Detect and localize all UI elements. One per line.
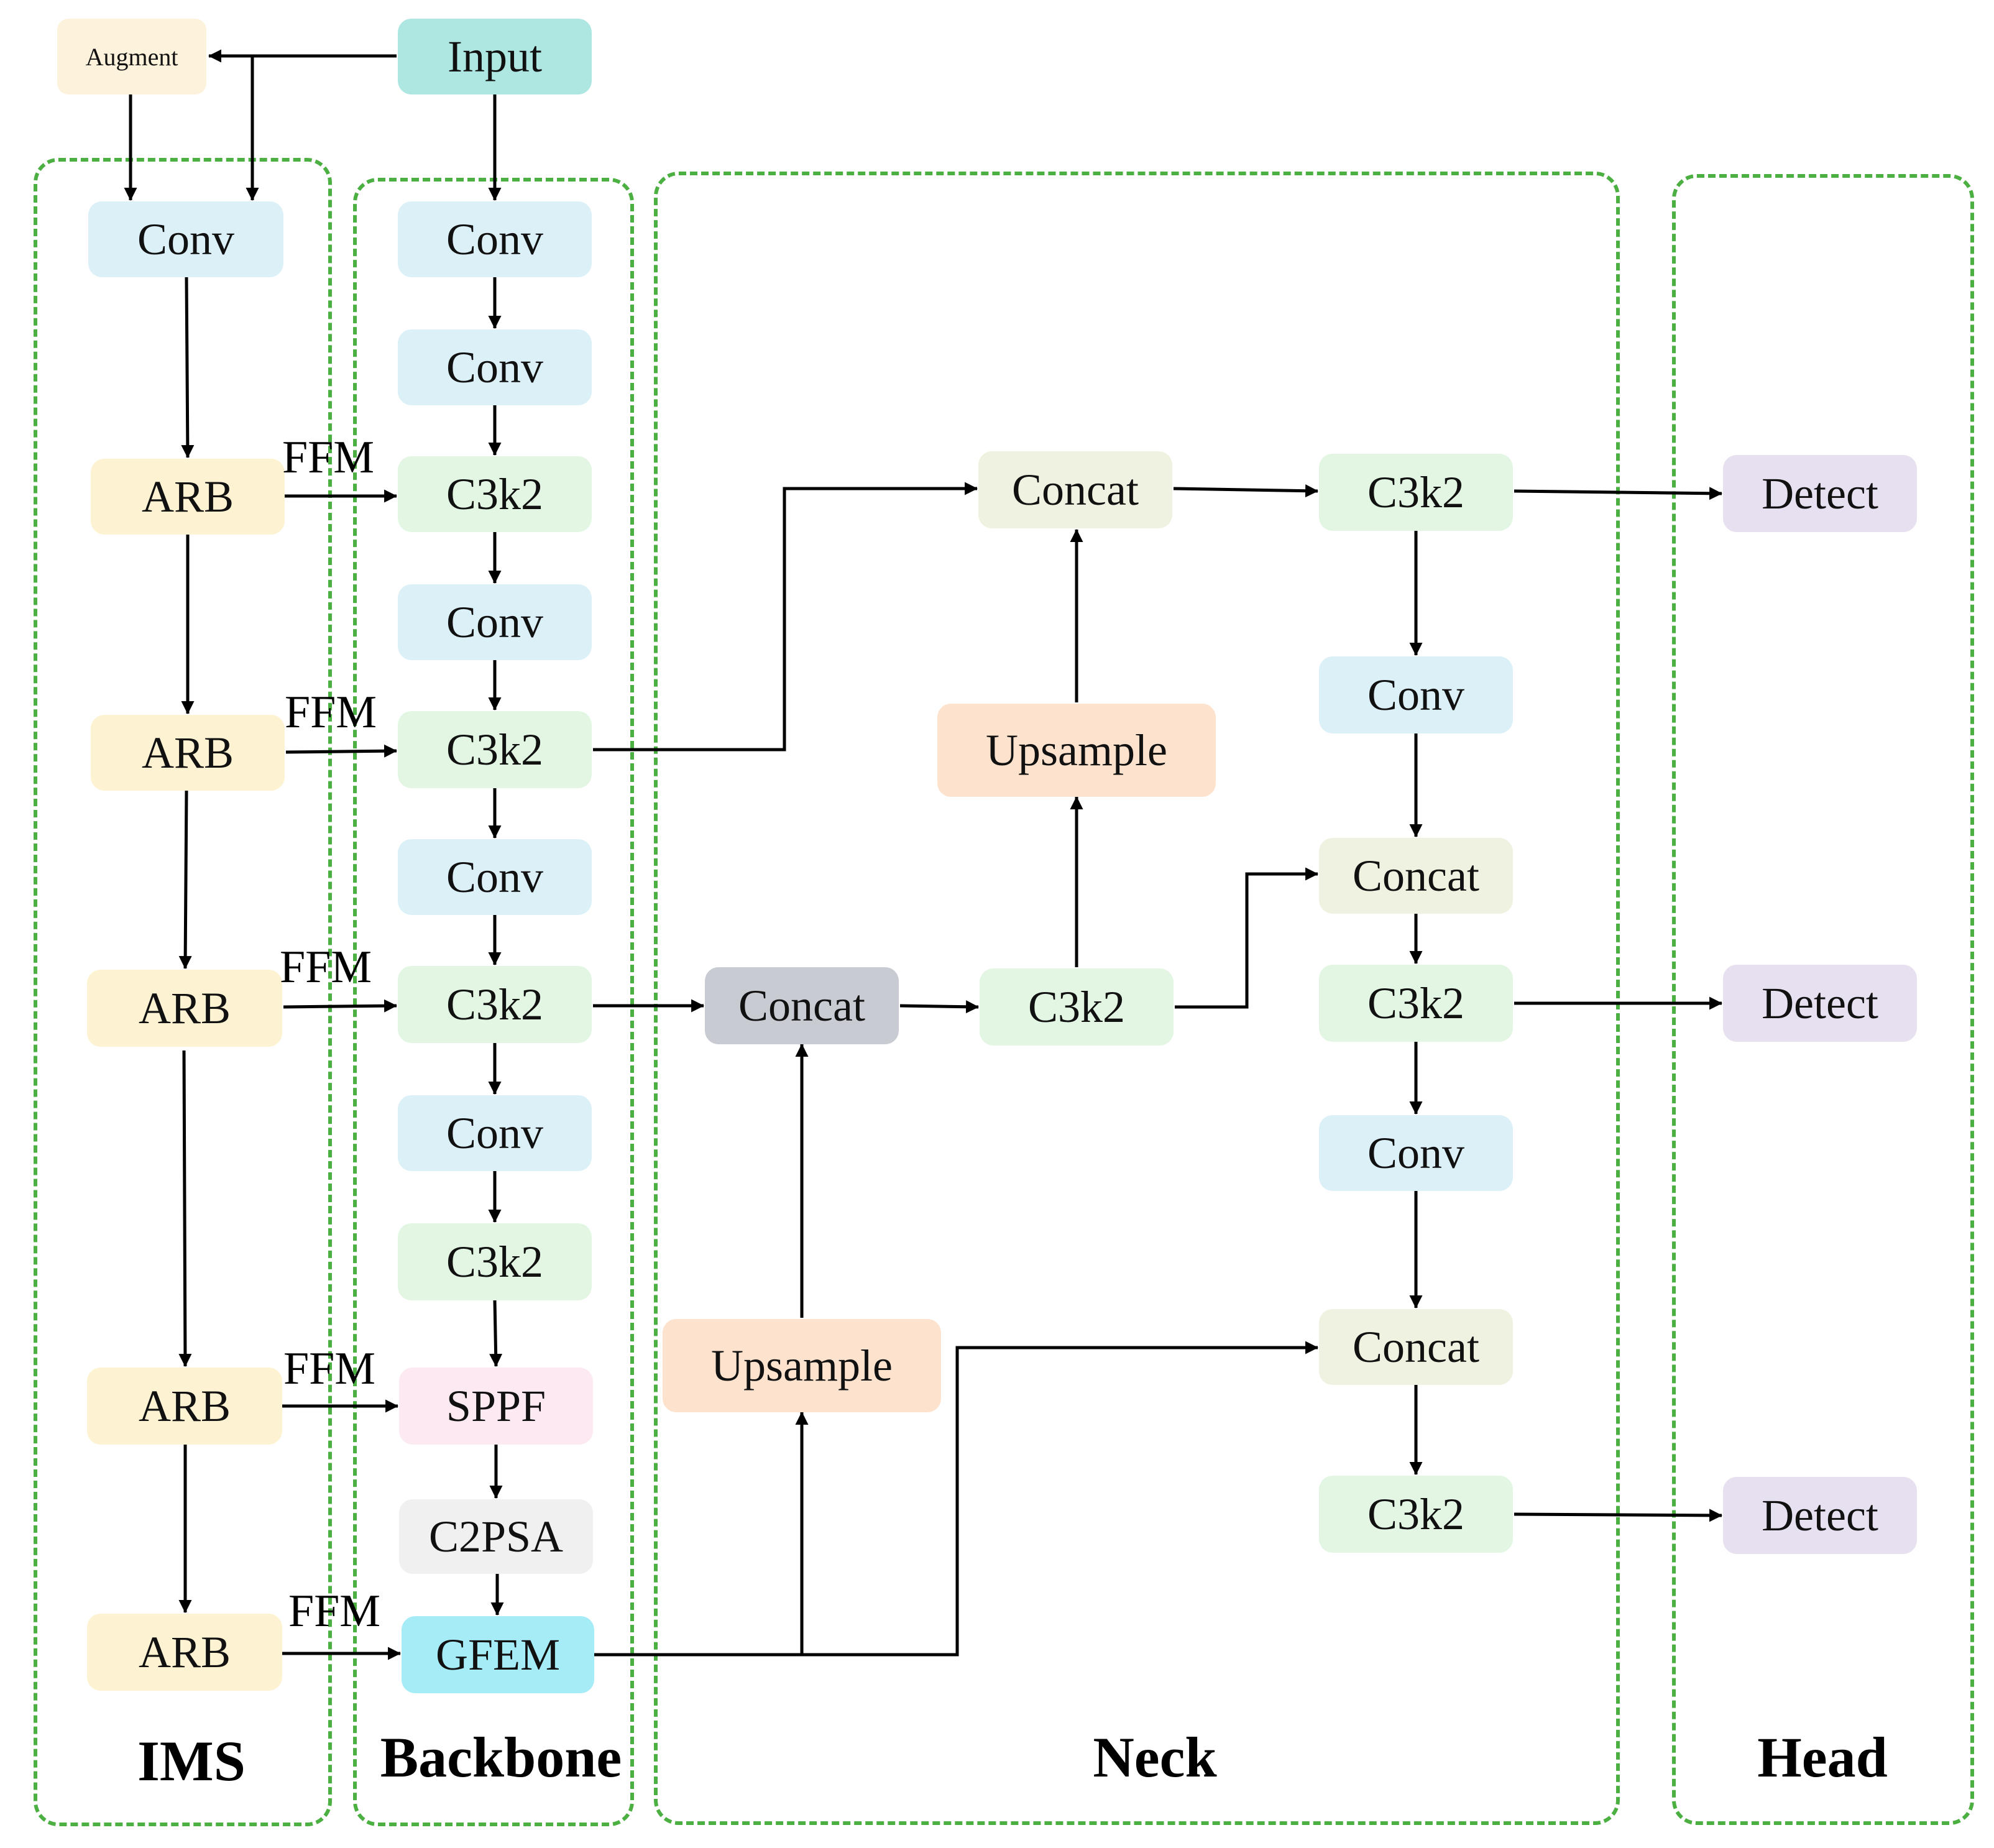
input-node: Input bbox=[398, 19, 592, 94]
edge-arb2-arb3 bbox=[178, 790, 192, 970]
ffm-label-5: FFM bbox=[288, 1586, 381, 1637]
neck-c3k2-right-2: C3k2 bbox=[1319, 965, 1513, 1042]
head-section bbox=[1672, 174, 1974, 1825]
neck-conv-right-1: Conv bbox=[1319, 656, 1513, 733]
neck-section bbox=[654, 172, 1620, 1825]
neck-upsample-top: Upsample bbox=[937, 704, 1216, 797]
head-section-title: Head bbox=[1757, 1726, 1888, 1789]
backbone-c3k2-1: C3k2 bbox=[398, 456, 592, 532]
ffm-label-1: FFM bbox=[282, 432, 375, 483]
edge-arb3-arb4 bbox=[178, 1050, 192, 1368]
edge-bb-c3k2-4-sppf bbox=[489, 1300, 503, 1368]
neck-c3k2-right-3: C3k2 bbox=[1319, 1476, 1513, 1553]
arb-node-2: ARB bbox=[91, 715, 285, 791]
edge-c3k2-r3-detect3 bbox=[1514, 1509, 1723, 1522]
c2psa-node: C2PSA bbox=[399, 1499, 593, 1574]
ffm-label-2: FFM bbox=[285, 687, 377, 738]
neck-concat-right-2: Concat bbox=[1319, 838, 1513, 914]
backbone-conv-3: Conv bbox=[398, 584, 592, 660]
backbone-conv-4: Conv bbox=[398, 839, 592, 915]
edge-ims-conv-arb1 bbox=[181, 277, 195, 459]
backbone-c3k2-4: C3k2 bbox=[398, 1223, 592, 1300]
edge-c3k2-r1-detect1 bbox=[1514, 487, 1723, 500]
ims-section bbox=[34, 158, 332, 1826]
ffm-label-4: FFM bbox=[283, 1343, 376, 1394]
backbone-conv-1: Conv bbox=[398, 201, 592, 277]
sppf-node: SPPF bbox=[399, 1368, 593, 1445]
neck-concat-right-3: Concat bbox=[1319, 1309, 1513, 1385]
backbone-conv-5: Conv bbox=[398, 1095, 592, 1171]
augment-node: Augment bbox=[57, 19, 206, 94]
neck-c3k2-mid: C3k2 bbox=[980, 968, 1174, 1046]
edge-bb-c3k2-2-neck-concat-top bbox=[593, 482, 978, 752]
neck-section-title: Neck bbox=[1093, 1726, 1217, 1789]
edge-ffm-3 bbox=[283, 999, 398, 1013]
arb-node-1: ARB bbox=[91, 459, 285, 535]
edge-gfem-neck bbox=[594, 1341, 1319, 1657]
detect-node-2: Detect bbox=[1723, 965, 1917, 1042]
edge-neck-concat-mid-c3k2-mid bbox=[899, 1000, 980, 1014]
ims-section-title: IMS bbox=[137, 1729, 246, 1793]
neck-concat-top: Concat bbox=[978, 451, 1172, 528]
neck-concat-mid: Concat bbox=[705, 967, 899, 1044]
arb-node-5: ARB bbox=[87, 1614, 282, 1691]
backbone-conv-2: Conv bbox=[398, 329, 592, 405]
edge-ffm-2 bbox=[285, 744, 398, 758]
edge-c3k2-mid-concat-r2 bbox=[1175, 867, 1319, 1009]
neck-c3k2-right-1: C3k2 bbox=[1319, 454, 1513, 531]
backbone-c3k2-2: C3k2 bbox=[398, 711, 592, 788]
ffm-label-3: FFM bbox=[280, 942, 372, 993]
gfem-node: GFEM bbox=[402, 1616, 594, 1693]
arb-node-4: ARB bbox=[87, 1368, 282, 1445]
arb-node-3: ARB bbox=[87, 970, 282, 1047]
backbone-section-title: Backbone bbox=[380, 1726, 622, 1789]
detect-node-3: Detect bbox=[1723, 1477, 1917, 1554]
backbone-c3k2-3: C3k2 bbox=[398, 966, 592, 1043]
neck-conv-right-2: Conv bbox=[1319, 1115, 1513, 1191]
detect-node-1: Detect bbox=[1723, 455, 1917, 532]
edge-concat-top-c3k2-r1 bbox=[1173, 484, 1319, 498]
neck-upsample-bottom: Upsample bbox=[663, 1319, 941, 1412]
ims-conv-node: Conv bbox=[88, 201, 283, 277]
